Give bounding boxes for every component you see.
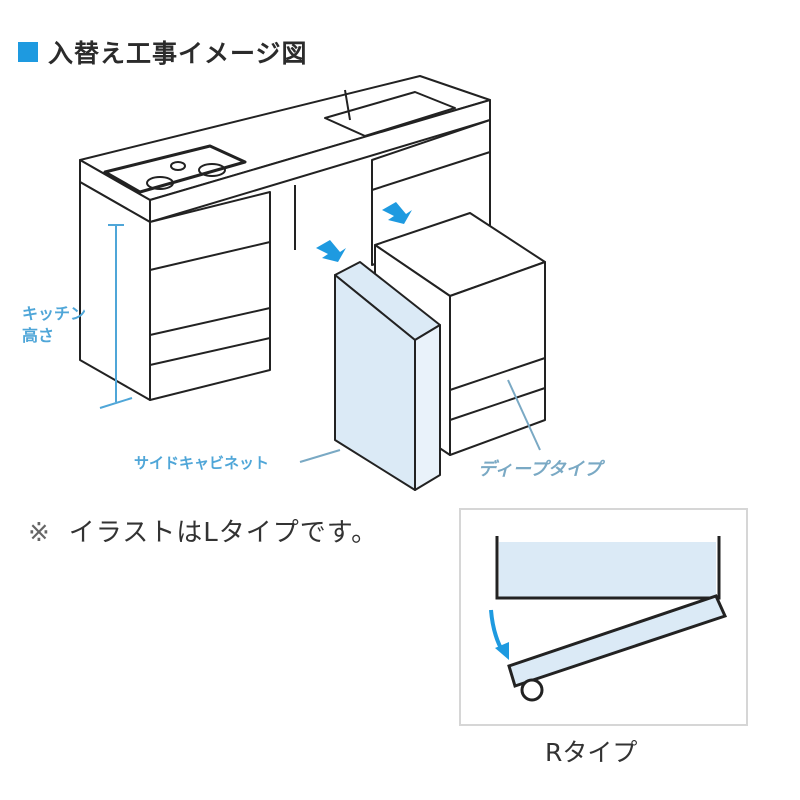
r-type-diagram <box>459 508 748 726</box>
illustration-note: ※ イラストはLタイプです。 <box>28 512 378 549</box>
rotate-arrow-icon <box>495 642 509 660</box>
r-type-label: Rタイプ <box>545 738 638 767</box>
blue-square-icon <box>18 42 38 62</box>
kitchen-height-line2: 高さ <box>22 326 55 345</box>
side-cabinet-label: サイドキャビネット <box>134 454 270 472</box>
kitchen-height-line1: キッチン <box>22 304 87 323</box>
deep-type-label: ディープタイプ <box>478 459 602 480</box>
note-text: イラストはLタイプです。 <box>68 518 379 548</box>
r-type-door-illustration <box>489 536 728 702</box>
diagram-title: 入替え工事イメージ図 <box>18 34 308 70</box>
title-text: 入替え工事イメージ図 <box>48 39 308 68</box>
reference-mark: ※ <box>28 518 51 548</box>
kitchen-height-label: キッチン 高さ <box>22 303 86 347</box>
